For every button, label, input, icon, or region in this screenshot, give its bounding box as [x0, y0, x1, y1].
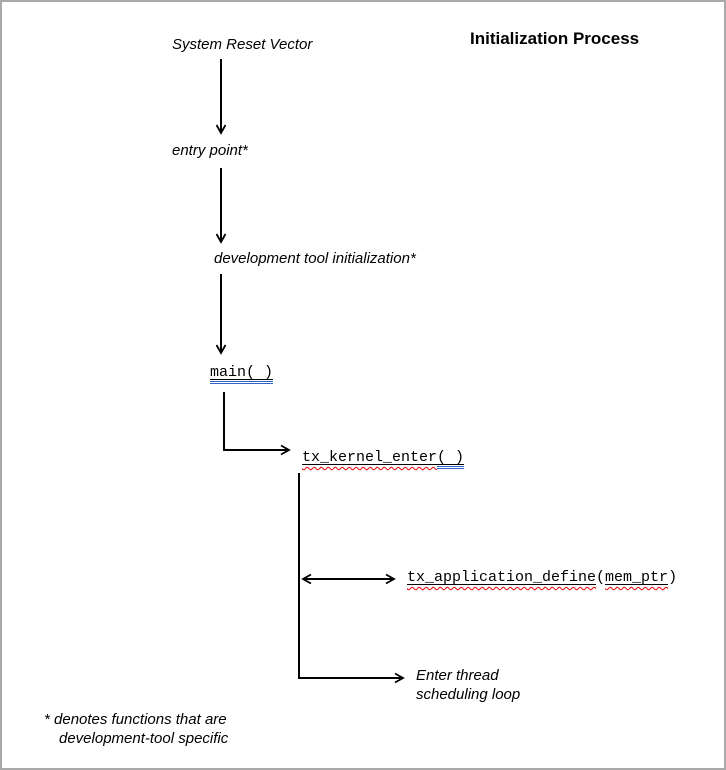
arrow-kernel-to-scheduler — [298, 473, 405, 684]
enter-thread-line2: scheduling loop — [416, 686, 521, 703]
link-tx-kernel-enter-args[interactable]: ( ) — [437, 449, 465, 466]
tx-application-define-paren-open: ( — [596, 569, 606, 586]
node-enter-thread-scheduling-loop: Enter thread scheduling loop — [416, 666, 520, 704]
page-title: Initialization Process — [470, 29, 640, 48]
enter-thread-line1: Enter thread — [416, 667, 499, 684]
node-entry-point: entry point* — [172, 142, 248, 159]
link-tx-kernel-enter-name[interactable]: tx_kernel_enter — [302, 449, 438, 466]
arrow-main-to-kernel-enter — [223, 392, 291, 456]
node-dev-tool-initialization: development tool initialization* — [214, 250, 416, 267]
link-tx-kernel-enter[interactable]: tx_kernel_enter( ) — [302, 448, 464, 468]
link-tx-application-define-name[interactable]: tx_application_define — [407, 569, 597, 586]
node-system-reset-vector: System Reset Vector — [172, 36, 313, 53]
link-tx-application-define[interactable]: tx_application_define(mem_ptr) — [407, 568, 677, 588]
tx-application-define-paren-close: ) — [668, 569, 678, 586]
link-mem-ptr-arg[interactable]: mem_ptr — [605, 569, 669, 586]
link-main[interactable]: main( ) — [210, 363, 273, 383]
link-main-label[interactable]: main( ) — [210, 364, 274, 381]
footnote-line1: * denotes functions that are — [44, 711, 227, 728]
footnote-line2: development-tool specific — [59, 730, 229, 747]
